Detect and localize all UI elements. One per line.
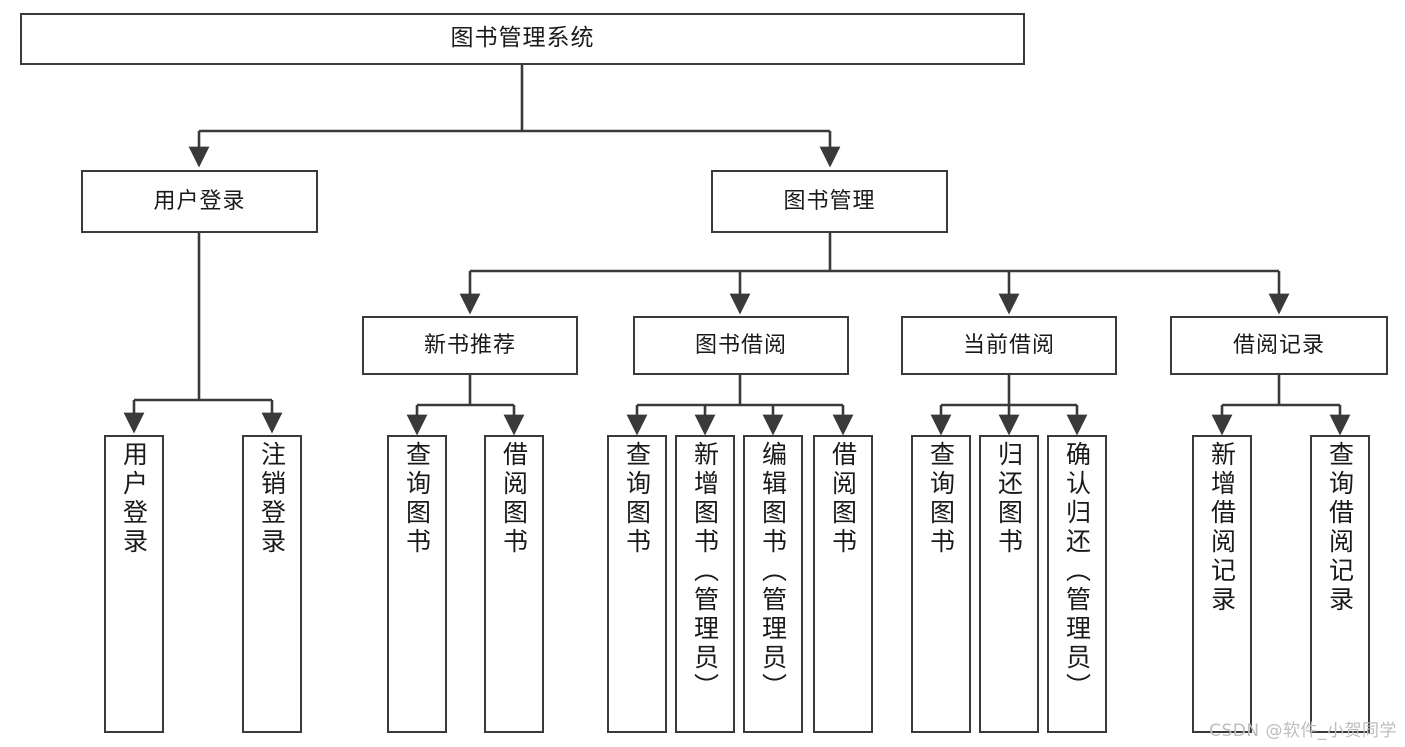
watermark: CSDN @软件_小贺同学 [1209,721,1397,741]
leaf-add-book-admin[interactable]: 新增图书（管理员） [675,435,735,733]
node-label: 注销登录 [257,441,287,557]
node-user-login[interactable]: 用户登录 [81,170,318,233]
leaf-borrow-book-newbook[interactable]: 借阅图书 [484,435,544,733]
node-label: 查询图书 [622,441,652,557]
node-label: 新书推荐 [423,332,516,358]
node-label: 用户登录 [153,188,246,214]
leaf-add-borrow-record[interactable]: 新增借阅记录 [1192,435,1252,733]
node-label: 当前借阅 [962,332,1055,358]
node-new-book-recommend[interactable]: 新书推荐 [362,316,578,375]
node-label: 图书管理系统 [450,25,595,52]
node-label: 确认归还（管理员） [1062,441,1092,702]
node-label: 查询图书 [926,441,956,557]
leaf-user-login[interactable]: 用户登录 [104,435,164,733]
leaf-query-book-borrow[interactable]: 查询图书 [607,435,667,733]
node-label: 归还图书 [994,441,1024,557]
node-current-borrow[interactable]: 当前借阅 [901,316,1117,375]
node-label: 新增图书（管理员） [690,441,720,702]
node-label: 借阅图书 [828,441,858,557]
node-label: 图书借阅 [694,332,787,358]
leaf-borrow-book[interactable]: 借阅图书 [813,435,873,733]
node-label: 图书管理 [783,188,876,214]
node-borrow-records[interactable]: 借阅记录 [1170,316,1388,375]
leaf-confirm-return-admin[interactable]: 确认归还（管理员） [1047,435,1107,733]
node-label: 查询借阅记录 [1325,441,1355,615]
node-label: 借阅记录 [1232,332,1325,358]
node-label: 借阅图书 [499,441,529,557]
node-label: 新增借阅记录 [1207,441,1237,615]
leaf-logout[interactable]: 注销登录 [242,435,302,733]
node-label: 查询图书 [402,441,432,557]
leaf-return-book[interactable]: 归还图书 [979,435,1039,733]
node-root-book-management-system[interactable]: 图书管理系统 [20,13,1025,65]
leaf-edit-book-admin[interactable]: 编辑图书（管理员） [743,435,803,733]
leaf-query-borrow-record[interactable]: 查询借阅记录 [1310,435,1370,733]
node-book-borrow[interactable]: 图书借阅 [633,316,849,375]
leaf-query-book-current[interactable]: 查询图书 [911,435,971,733]
node-label: 编辑图书（管理员） [758,441,788,702]
node-book-management[interactable]: 图书管理 [711,170,948,233]
leaf-query-book-newbook[interactable]: 查询图书 [387,435,447,733]
node-label: 用户登录 [119,441,149,557]
